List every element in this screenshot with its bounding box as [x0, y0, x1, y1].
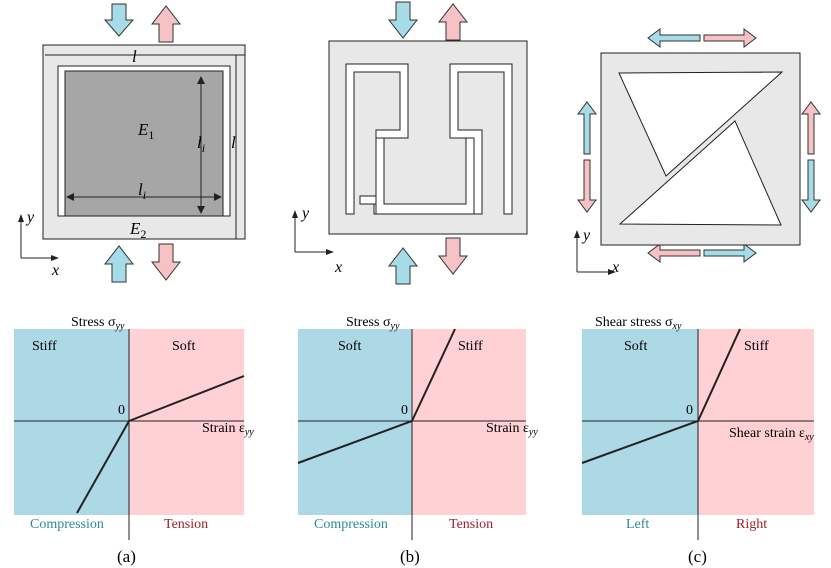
chart-origin-label: 0 — [401, 403, 408, 418]
caption-a: (a) — [117, 547, 136, 566]
right-hook-slot — [373, 63, 513, 215]
tension-arrow-top-b — [437, 3, 469, 41]
label-l-top: l — [132, 47, 137, 66]
chart-ylabel: Shear stress σxy — [595, 315, 682, 332]
stress-strain-curve — [581, 328, 741, 464]
stress-strain-curve — [297, 328, 456, 464]
chart-a: Stress σyy Strain εyy 0 Stiff Soft Compr… — [14, 315, 254, 540]
chart-xlabel: Strain εyy — [486, 421, 538, 438]
coord-arrowhead — [51, 255, 59, 261]
shear-arrow-left-top — [577, 101, 597, 155]
caption-c: (c) — [688, 547, 707, 566]
panel-c-structure: y x — [574, 28, 821, 276]
coord-label-x: x — [334, 259, 342, 276]
chart-origin-label: 0 — [118, 403, 125, 418]
shear-arrow-right-bottom — [801, 159, 821, 213]
region-label-right: Soft — [172, 339, 195, 354]
coord-arrowhead — [18, 214, 24, 222]
coord-arrowhead — [292, 210, 298, 218]
shear-arrow-right-top — [801, 101, 821, 155]
shear-arrow-bottom-left — [647, 243, 701, 263]
dim-arrowhead — [66, 193, 74, 201]
dim-arrowhead — [214, 193, 222, 201]
coord-arrowhead — [326, 249, 334, 255]
tension-arrow-top-a — [150, 5, 182, 43]
region-label-left: Stiff — [32, 339, 57, 354]
chart-b: Stress σyy Strain εyy 0 Soft Stiff Compr… — [297, 315, 538, 540]
bottom-label-left: Compression — [30, 517, 104, 532]
region-label-left: Soft — [624, 339, 647, 354]
region-right — [698, 329, 814, 515]
coord-arrowhead — [608, 269, 616, 275]
label-l-right: l — [231, 133, 236, 152]
compression-arrow-bottom-b — [387, 247, 419, 285]
label-li-vertical: li — [197, 133, 205, 155]
chart-c: Shear stress σxy Shear strain εxy 0 Soft… — [581, 315, 814, 540]
coord-label-x: x — [611, 259, 619, 276]
shear-arrow-top-right — [703, 28, 757, 48]
label-e2: E2 — [129, 219, 146, 241]
bottom-label-right: Tension — [449, 517, 493, 532]
panel-a-structure: l l li li E1 E2 y x — [18, 3, 246, 283]
coord-label-y: y — [581, 227, 591, 244]
tension-arrow-bottom-b — [437, 237, 469, 275]
compression-arrow-top-b — [387, 1, 419, 39]
region-left — [582, 329, 698, 515]
compression-arrow-bottom-a — [103, 245, 135, 283]
coord-arrowhead — [574, 230, 580, 238]
panel-b-structure: y x — [292, 1, 528, 285]
shear-arrow-top-left — [647, 28, 701, 48]
caption-b: (b) — [400, 547, 420, 566]
tension-arrow-bottom-a — [150, 243, 182, 281]
region-tension — [129, 329, 244, 515]
chart-xlabel: Strain εyy — [202, 421, 254, 438]
label-li-horizontal: li — [138, 180, 146, 202]
chart-origin-label: 0 — [686, 403, 693, 418]
dim-arrowhead — [197, 76, 205, 84]
chart-xlabel: Shear strain εxy — [729, 426, 814, 443]
bottom-label-right: Right — [736, 517, 767, 532]
coord-label-y: y — [25, 209, 35, 226]
region-compression — [14, 329, 129, 515]
chart-ylabel: Stress σyy — [71, 315, 125, 332]
coord-label-x: x — [51, 262, 59, 279]
bottom-label-right: Tension — [164, 517, 208, 532]
bottom-label-left: Left — [626, 517, 649, 532]
region-compression — [298, 329, 412, 515]
dim-arrowhead — [197, 206, 205, 214]
label-e1: E1 — [137, 120, 154, 142]
coord-label-y: y — [300, 205, 310, 222]
region-label-left: Soft — [338, 339, 361, 354]
bottom-label-left: Compression — [314, 517, 388, 532]
region-label-right: Stiff — [458, 339, 483, 354]
inner-cutout — [375, 137, 475, 215]
region-label-right: Stiff — [744, 339, 769, 354]
upper-triangle-cutout — [618, 71, 784, 177]
inner-material-e1 — [64, 70, 224, 217]
region-tension — [412, 329, 526, 515]
shear-arrow-left-bottom — [577, 159, 597, 213]
lower-triangle-cutout — [618, 120, 782, 226]
chart-ylabel: Stress σyy — [346, 315, 400, 332]
compression-arrow-top-a — [103, 3, 135, 37]
stress-strain-curve — [76, 375, 245, 514]
shear-arrow-bottom-right — [703, 243, 757, 263]
